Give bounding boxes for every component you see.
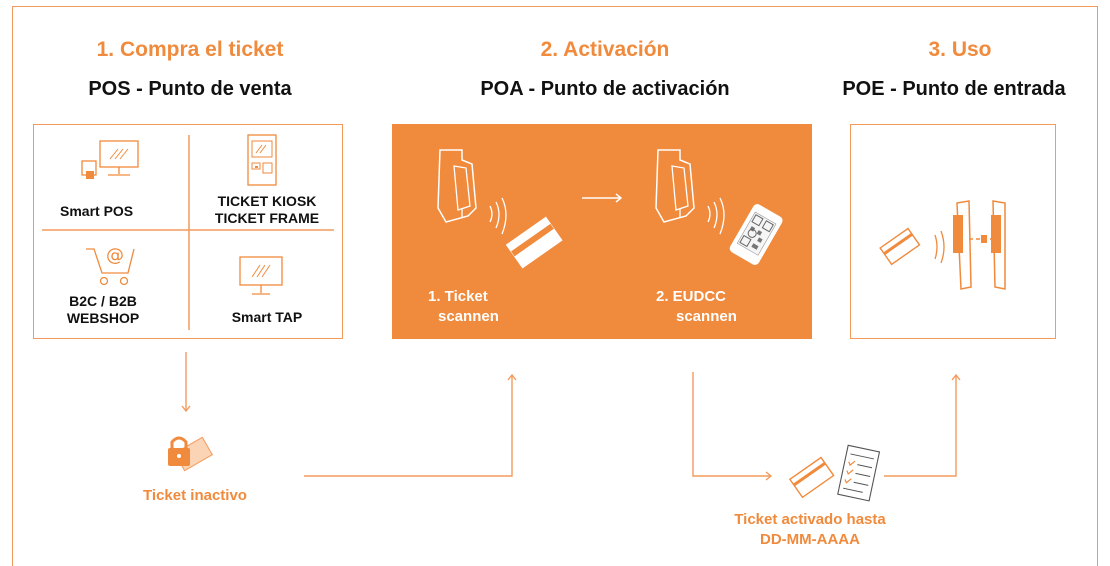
- kiosk-icon: [247, 134, 277, 186]
- monitor-icon: [239, 256, 283, 295]
- scanner-icon: [437, 149, 507, 235]
- scanner-icon: [655, 149, 725, 235]
- step-3-title: 3. Uso: [928, 38, 992, 61]
- checklist-icon: [837, 444, 881, 502]
- ticket-activated-line1: Ticket activado hasta: [734, 511, 886, 528]
- webshop-label-line2: WEBSHOP: [66, 310, 140, 326]
- step-3-subtitle: POE - Punto de entrada: [842, 78, 1066, 100]
- poa-box: 1. Ticket scannen 2. EUDCC scannen: [392, 124, 812, 339]
- svg-text:@: @: [106, 245, 124, 266]
- scan-step1-line2: scannen: [438, 308, 499, 325]
- pos-grid-lines: [42, 135, 334, 330]
- qr-phone-icon: [729, 204, 783, 265]
- lock-ticket-icon: [168, 436, 214, 472]
- diagram-frame: [12, 6, 1098, 566]
- step-1-subtitle: POS - Punto de venta: [88, 78, 292, 100]
- step-2-title: 2. Activación: [540, 38, 670, 61]
- ticket-card-icon: [788, 456, 835, 499]
- kiosk-label-line2: TICKET FRAME: [214, 210, 320, 226]
- scan-step1-line1: 1. Ticket: [428, 288, 488, 305]
- ticket-activated-line2: DD-MM-AAAA: [760, 531, 860, 548]
- kiosk-label-line1: TICKET KIOSK: [217, 193, 317, 209]
- webshop-label-line1: B2C / B2B: [69, 293, 137, 309]
- ticket-card-icon: [505, 216, 563, 269]
- scan-step2-line2: scannen: [676, 308, 737, 325]
- scan-sequence-arrow: [582, 193, 623, 203]
- scan-step2-line1: 2. EUDCC: [656, 288, 727, 305]
- shopping-cart-icon: @: [86, 245, 135, 286]
- computer-icon: [81, 140, 139, 179]
- smart-tap-label: Smart TAP: [231, 309, 303, 325]
- smart-pos-label: Smart POS: [60, 203, 134, 219]
- ticket-inactive-label: Ticket inactivo: [143, 487, 247, 504]
- ticket-card-icon: [879, 227, 945, 266]
- gate-icon: [953, 200, 1006, 290]
- poe-box: [850, 124, 1056, 339]
- step-2-subtitle: POA - Punto de activación: [480, 78, 730, 100]
- step-1-title: 1. Compra el ticket: [96, 38, 284, 61]
- pos-box: Smart POS TICKET KIOSK TICKET FRAME @ B2…: [33, 124, 343, 339]
